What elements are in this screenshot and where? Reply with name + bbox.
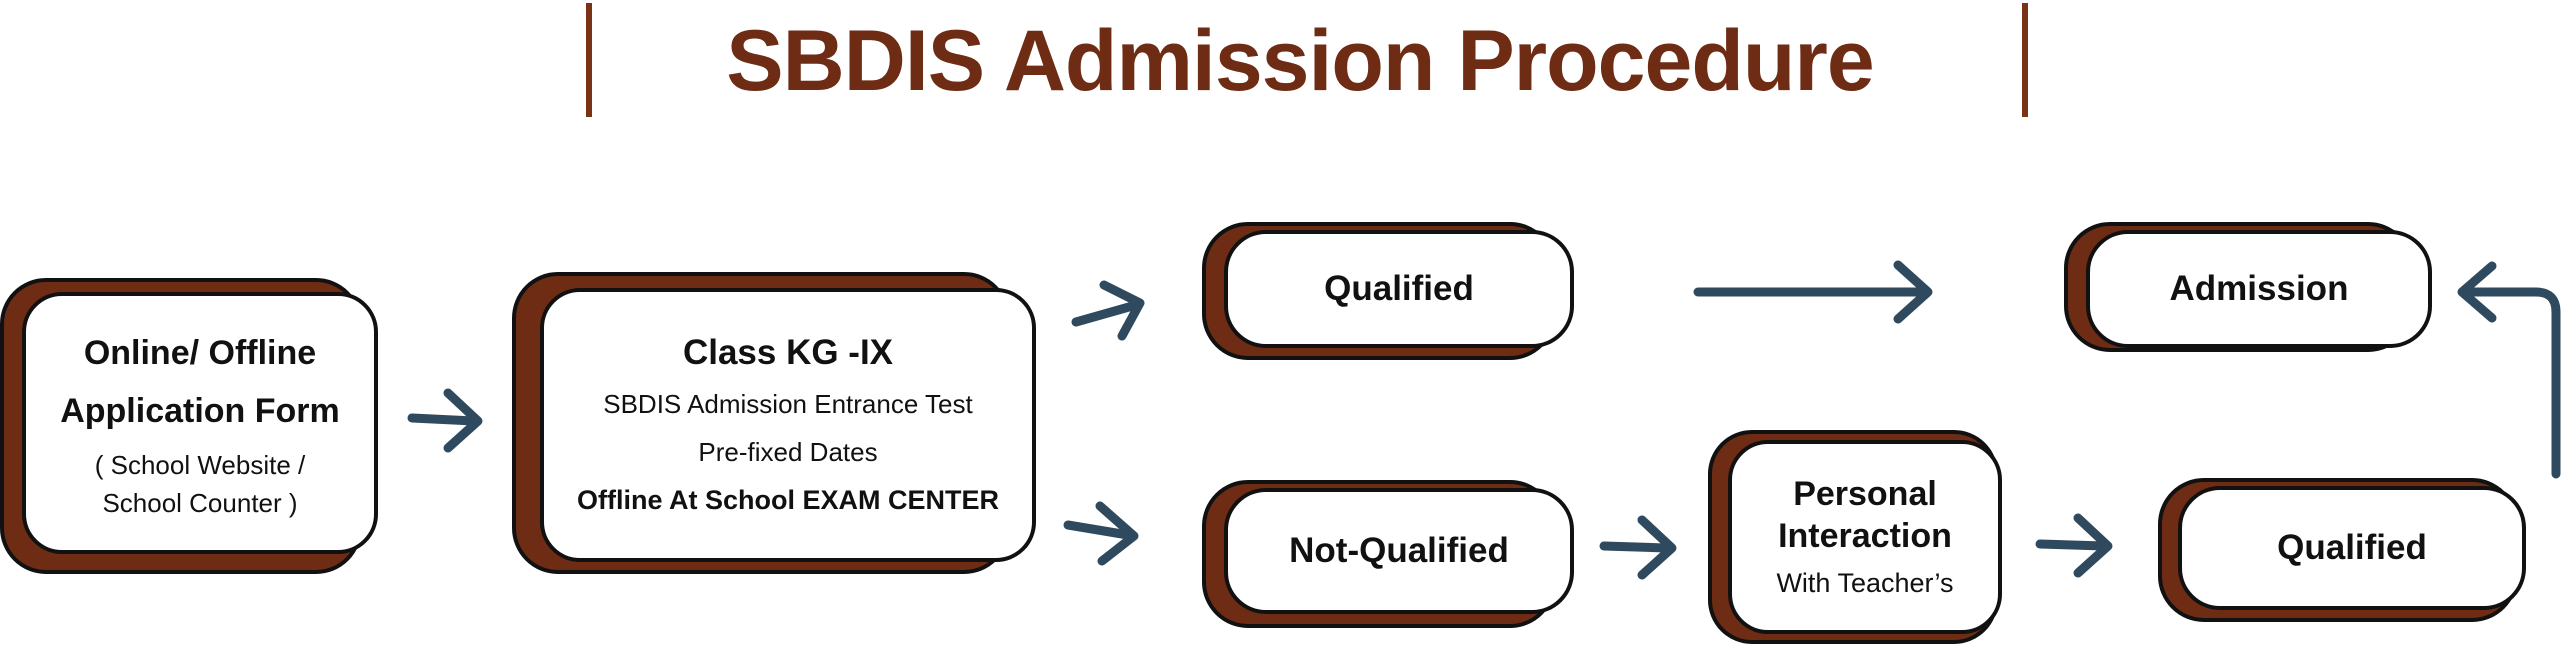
class-line3: Offline At School EXAM CENTER — [576, 485, 999, 515]
qualified-bottom-node: Qualified — [2178, 486, 2526, 610]
qualified-top-label: Qualified — [1324, 269, 1474, 308]
admission-node: Admission — [2086, 230, 2432, 348]
personal-interaction-node: Personal Interaction With Teacher’s — [1728, 440, 2002, 634]
application-sub-line1: ( School Website / — [94, 450, 306, 480]
not-qualified-label: Not-Qualified — [1289, 531, 1509, 570]
class-heading: Class KG -IX — [682, 333, 894, 372]
class-test-node: Class KG -IX SBDIS Admission Entrance Te… — [540, 288, 1036, 562]
qualified-bottom-label: Qualified — [2277, 528, 2427, 567]
arrow-qualified-to-admission — [1693, 260, 1933, 324]
application-sub-line2: School Counter ) — [102, 488, 298, 518]
admission-label: Admission — [2169, 269, 2349, 308]
personal-line2: Interaction — [1778, 516, 1952, 555]
class-line2: Pre-fixed Dates — [698, 437, 878, 467]
arrow-class-to-qualified — [1071, 280, 1145, 341]
not-qualified-node: Not-Qualified — [1224, 488, 1574, 614]
personal-sub: With Teacher’s — [1776, 567, 1954, 598]
title-right-bar — [2022, 3, 2028, 117]
title-left-bar — [586, 3, 592, 117]
arrow-not-qualified-to-interaction — [1599, 515, 1677, 580]
application-node: Online/ Offline Application Form ( Schoo… — [22, 292, 378, 554]
personal-line1: Personal — [1793, 474, 1937, 513]
arrow-interaction-to-qualified — [2035, 513, 2113, 578]
page-title: SBDIS Admission Procedure — [726, 13, 1874, 109]
arrow-qualified-to-admission-return — [2457, 261, 2561, 479]
arrow-application-to-class — [407, 388, 483, 453]
application-title-line1: Online/ Offline — [83, 334, 317, 372]
application-title-line2: Application Form — [60, 392, 340, 430]
qualified-top-node: Qualified — [1224, 230, 1574, 348]
arrow-class-to-not-qualified — [1063, 501, 1139, 566]
class-line1: SBDIS Admission Entrance Test — [603, 389, 973, 419]
